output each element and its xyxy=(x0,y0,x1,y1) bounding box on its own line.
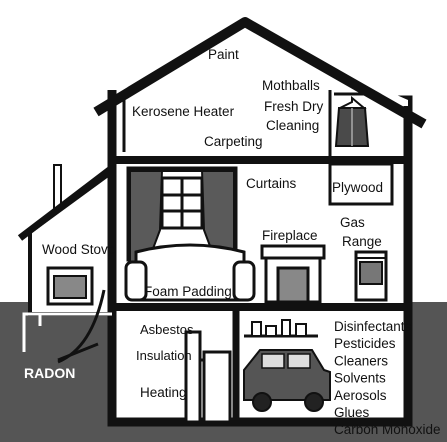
wood-stove-label: Wood Stove xyxy=(42,242,115,257)
curtains-label: Curtains xyxy=(246,176,297,191)
sofa-icon xyxy=(124,243,256,302)
heating-label: Heating xyxy=(140,385,187,400)
radon-entry-arrows xyxy=(22,289,112,364)
foam-padding-label: Foam Padding xyxy=(144,284,232,299)
curtained-window-icon xyxy=(126,166,238,263)
garage-product-item: Carbon Monoxide xyxy=(334,422,441,437)
insulation-label: Insulation xyxy=(136,348,192,363)
fireplace-label: Fireplace xyxy=(262,228,318,243)
coat-hanger-icon xyxy=(334,95,370,147)
wood-stove-icon xyxy=(46,266,94,306)
fireplace-icon xyxy=(260,244,326,304)
fresh-dry-label: Fresh Dry xyxy=(264,99,324,114)
plywood-label: Plywood xyxy=(332,180,383,195)
garage-product-item: Glues xyxy=(334,405,370,420)
plywood-cabinet-icon xyxy=(328,162,394,206)
radon-label: RADON xyxy=(24,365,75,381)
garage-product-item: Aerosols xyxy=(334,388,387,403)
chemical-shelf-icon xyxy=(244,319,318,338)
paint-label: Paint xyxy=(208,47,239,62)
car-icon xyxy=(243,349,331,412)
roof xyxy=(93,17,427,129)
gas-label: Gas xyxy=(340,215,365,230)
mothballs-label: Mothballs xyxy=(262,78,320,93)
kerosene-heater-label: Kerosene Heater xyxy=(132,104,235,119)
side-room-roof xyxy=(17,165,115,241)
asbestos-label: Asbestos xyxy=(140,322,194,337)
garage-product-item: Solvents xyxy=(334,371,386,386)
garage-product-item: Cleaners xyxy=(334,353,388,368)
garage-product-item: Disinfectants xyxy=(334,319,412,334)
furnace-icon xyxy=(184,330,232,424)
ground xyxy=(0,302,110,442)
gas-range-icon xyxy=(354,250,388,302)
range-label: Range xyxy=(342,234,382,249)
carpeting-label: Carpeting xyxy=(204,134,263,149)
garage-products-list: DisinfectantsPesticidesCleanersSolventsA… xyxy=(334,319,441,437)
garage-product-item: Pesticides xyxy=(334,336,396,351)
cleaning-label: Cleaning xyxy=(266,118,319,133)
